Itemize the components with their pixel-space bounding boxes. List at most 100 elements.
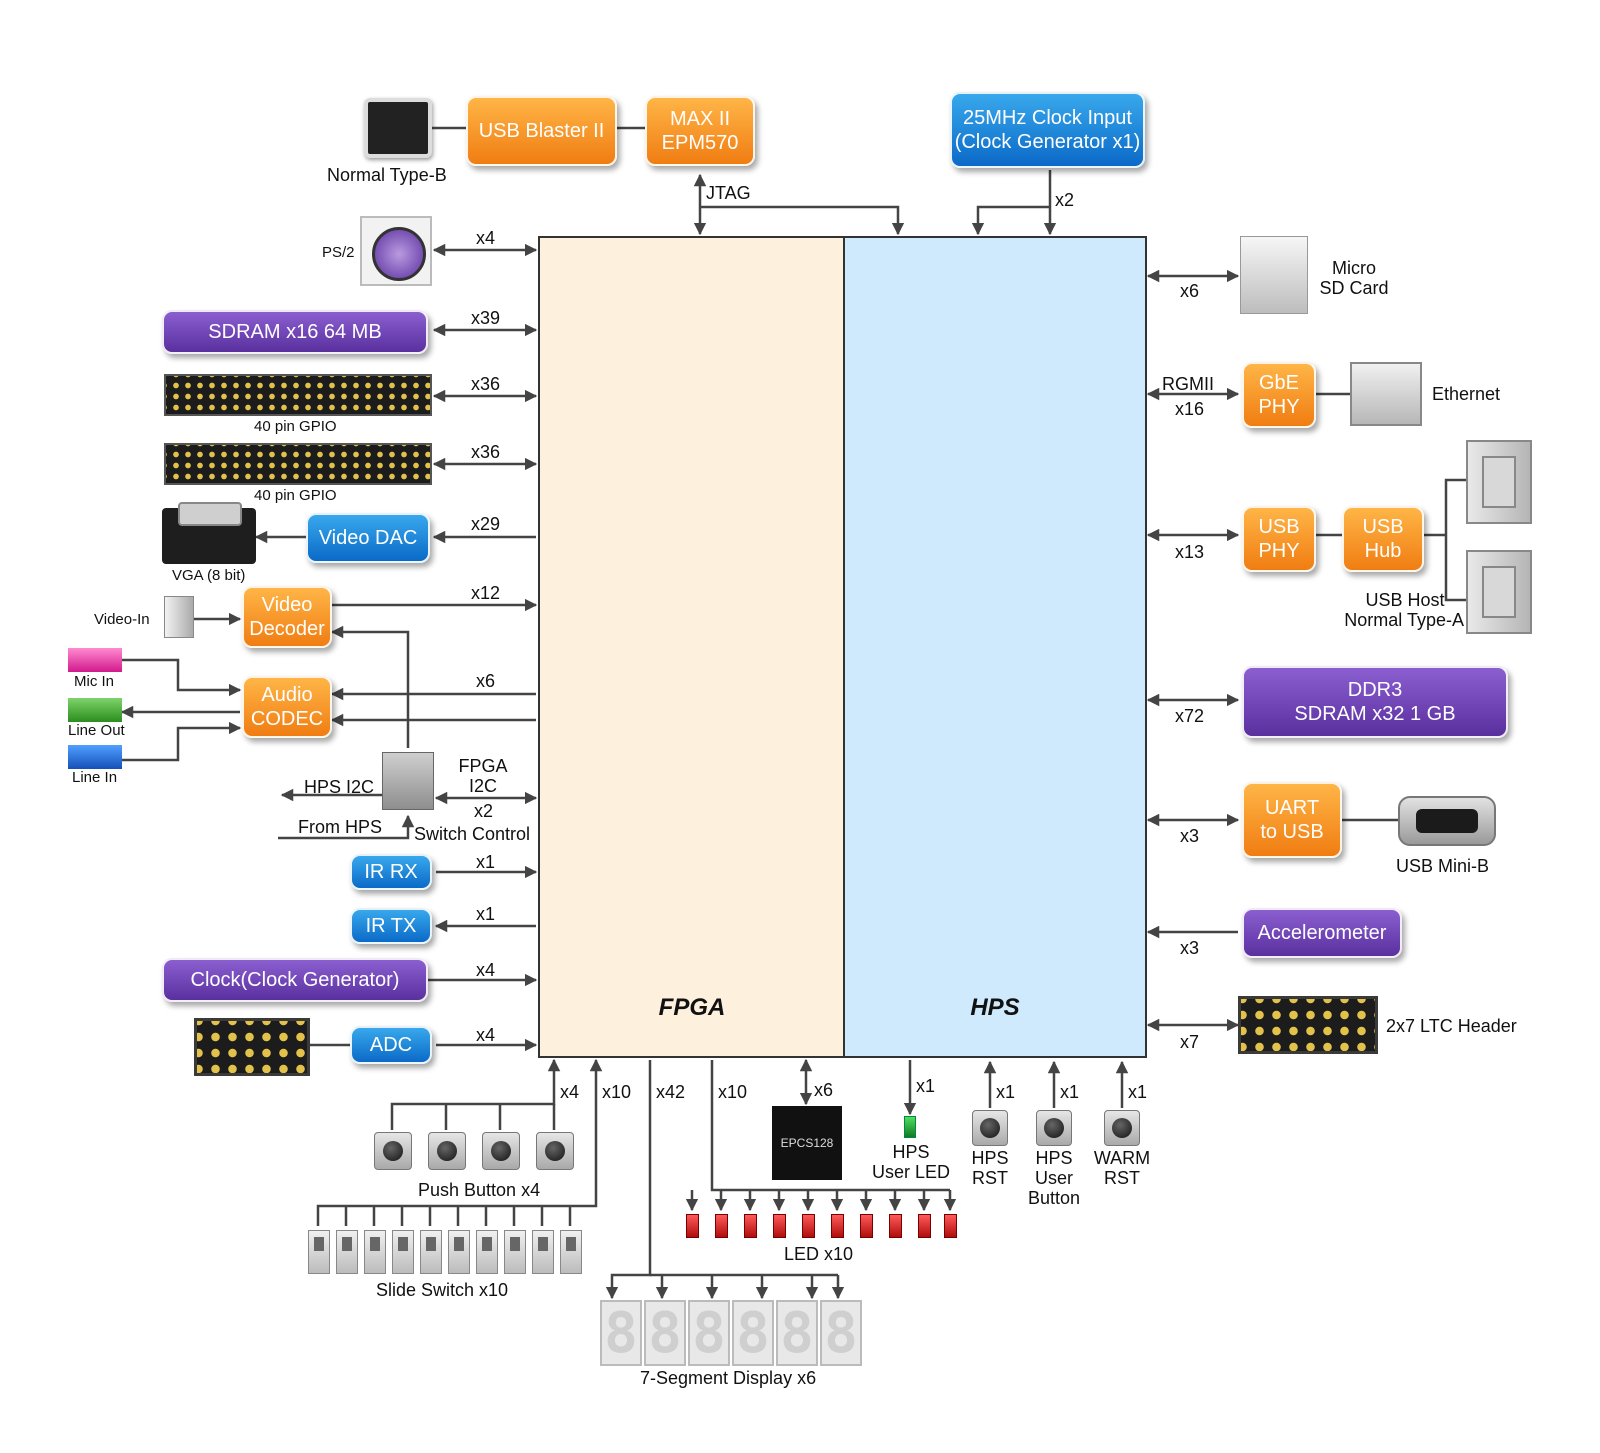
ddr3-line1: DDR3 — [1347, 679, 1403, 701]
ir-rx-box: IR RX — [350, 854, 432, 890]
ddr3-box: DDR3 SDRAM x32 1 GB — [1242, 666, 1508, 738]
usb-blaster-box: USB Blaster II — [466, 96, 617, 166]
ir-tx-box: IR TX — [350, 908, 432, 944]
seven-seg-display-1: 8 — [600, 1300, 642, 1366]
slide-switch-7 — [476, 1230, 498, 1274]
slide-switch-5 — [420, 1230, 442, 1274]
ethernet-label: Ethernet — [1432, 384, 1501, 404]
line-out-label: Line Out — [68, 722, 125, 739]
hps-user-led-line2: User LED — [871, 1162, 951, 1182]
clock-generator-box: Clock(Clock Generator) — [162, 958, 428, 1002]
push-button-3 — [482, 1132, 520, 1170]
ddr3-line2: SDRAM x32 1 GB — [1294, 703, 1456, 725]
line-out-jack-icon — [68, 698, 122, 722]
hps-user-button-line2: User — [1034, 1168, 1073, 1188]
fpga-block: FPGA — [538, 236, 844, 1058]
slide-switch-10 — [560, 1230, 582, 1274]
led-9 — [918, 1214, 931, 1238]
push-button-label: Push Button x4 — [418, 1180, 541, 1200]
ir-tx-bus-width: x1 — [476, 904, 496, 924]
line-in-label: Line In — [72, 769, 118, 786]
ethernet-jack-icon — [1350, 362, 1422, 426]
fpga-i2c-label: FPGA I2C — [458, 756, 508, 796]
vga-connector-icon — [162, 502, 256, 564]
push-button-bus-width: x4 — [560, 1082, 580, 1102]
usb-host-line1: USB Host — [1365, 590, 1445, 610]
usb-type-a-connector-1-icon — [1466, 440, 1532, 524]
mic-in-label: Mic In — [74, 673, 115, 690]
usb-mini-b-label: USB Mini-B — [1396, 856, 1490, 876]
vga-label: VGA (8 bit) — [172, 567, 246, 584]
seven-seg-display-5: 8 — [776, 1300, 818, 1366]
led-bus-width: x10 — [718, 1082, 748, 1102]
video-in-label: Video-In — [94, 611, 150, 628]
usb-type-a-connector-2-icon — [1466, 550, 1532, 634]
from-hps-label: From HPS — [298, 817, 383, 837]
switch-control-label: Switch Control — [414, 824, 531, 844]
video-decoder-bus-width: x12 — [471, 583, 501, 603]
gbe-phy-line2: PHY — [1258, 396, 1300, 418]
gpio-header-1-icon — [164, 374, 432, 416]
hps-rst-bus-width: x1 — [996, 1082, 1016, 1102]
usb-phy-line2: PHY — [1258, 540, 1300, 562]
push-button-1 — [374, 1132, 412, 1170]
audio-codec-box: Audio CODEC — [242, 676, 332, 738]
gpio-2-bus-width: x36 — [471, 442, 501, 462]
usb-host-label: USB Host Normal Type-A — [1326, 590, 1464, 630]
jtag-label: JTAG — [706, 183, 751, 203]
accelerometer-bus-width: x3 — [1180, 938, 1200, 958]
hps-user-button-line3: Button — [1027, 1188, 1081, 1208]
led-label: LED x10 — [784, 1244, 854, 1264]
video-decoder-line2: Decoder — [249, 618, 325, 640]
micro-sd-label: Micro SD Card — [1316, 258, 1392, 298]
uart-to-usb-box: UART to USB — [1242, 782, 1342, 858]
hps-user-button-bus-width: x1 — [1060, 1082, 1080, 1102]
hps-user-led-label: HPS User LED — [868, 1142, 954, 1182]
slide-switch-6 — [448, 1230, 470, 1274]
rgmii-label: RGMII — [1162, 374, 1214, 394]
video-in-jack-icon — [164, 596, 194, 638]
max-ii-line1: MAX II — [669, 108, 730, 130]
max-ii-line2: EPM570 — [661, 132, 739, 154]
audio-bus-width: x6 — [476, 671, 496, 691]
video-dac-bus-width: x29 — [471, 514, 501, 534]
epcs-bus-width: x6 — [814, 1080, 834, 1100]
i2c-bus-width: x2 — [474, 801, 494, 821]
led-3 — [744, 1214, 757, 1238]
adc-bus-width: x4 — [476, 1025, 496, 1045]
seven-seg-label: 7-Segment Display x6 — [640, 1368, 817, 1388]
epcs-label: EPCS128 — [780, 1136, 834, 1150]
clock-input-line2: (Clock Generator x1) — [954, 131, 1141, 153]
hps-rst-label: HPS RST — [962, 1148, 1018, 1188]
usb-bus-width: x13 — [1175, 542, 1205, 562]
hps-user-button — [1036, 1110, 1072, 1146]
rgmii-bus-width: x16 — [1175, 399, 1205, 419]
uart-line1: UART — [1264, 797, 1320, 819]
hps-user-led-icon — [904, 1116, 916, 1138]
micro-sd-card-icon — [1240, 236, 1308, 314]
led-8 — [889, 1214, 902, 1238]
ps2-bus-width: x4 — [476, 228, 496, 248]
micro-sd-bus-width: x6 — [1180, 281, 1200, 301]
hps-user-button-label: HPS User Button — [1020, 1148, 1088, 1208]
line-in-jack-icon — [68, 745, 122, 769]
video-decoder-line1: Video — [261, 594, 313, 616]
slide-switch-2 — [336, 1230, 358, 1274]
hps-i2c-label: HPS I2C — [304, 777, 375, 797]
gbe-phy-box: GbE PHY — [1242, 362, 1316, 428]
usb-type-b-connector-icon — [364, 98, 432, 158]
i2c-switch-icon — [382, 752, 434, 810]
warm-rst-bus-width: x1 — [1128, 1082, 1148, 1102]
video-decoder-box: Video Decoder — [242, 586, 332, 648]
sdram-box: SDRAM x16 64 MB — [162, 310, 428, 354]
micro-sd-line2: SD Card — [1319, 278, 1389, 298]
ltc-header-icon — [1238, 996, 1378, 1054]
gpio-2-label: 40 pin GPIO — [254, 487, 337, 504]
slide-switch-3 — [364, 1230, 386, 1274]
slide-switch-1 — [308, 1230, 330, 1274]
led-5 — [802, 1214, 815, 1238]
led-7 — [860, 1214, 873, 1238]
seven-seg-bus-width: x42 — [656, 1082, 686, 1102]
hps-block: HPS — [843, 236, 1147, 1058]
